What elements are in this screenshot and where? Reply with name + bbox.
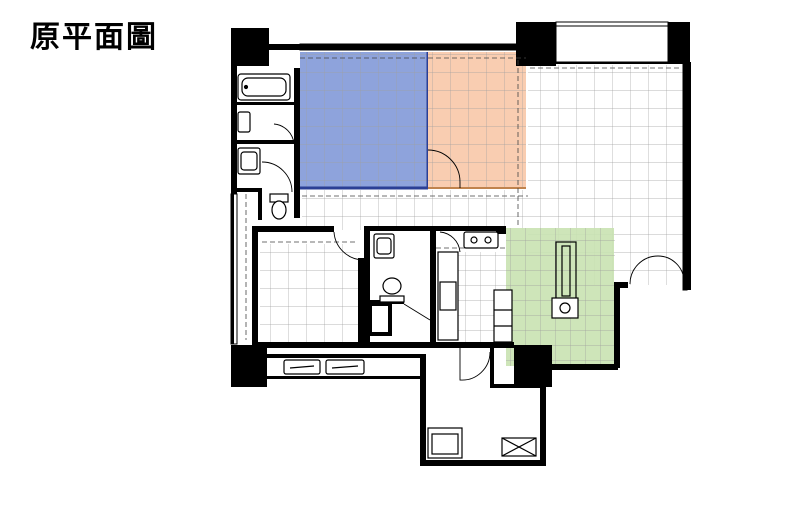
page-title: 原平面圖 — [30, 20, 158, 55]
column — [514, 345, 552, 387]
wall — [490, 384, 546, 388]
water-heater-icon — [501, 437, 537, 457]
window — [230, 193, 238, 345]
wall — [236, 102, 296, 105]
wall — [364, 226, 436, 231]
door-swing-icon — [333, 231, 365, 261]
fixtures — [237, 73, 579, 459]
wall — [231, 64, 237, 194]
wall — [540, 384, 546, 464]
window — [427, 43, 519, 51]
wall — [552, 364, 618, 370]
door-swing-icon — [459, 348, 491, 381]
wall — [614, 284, 620, 368]
wall — [294, 68, 300, 218]
wall — [252, 226, 334, 232]
sink-icon — [237, 111, 251, 133]
column — [516, 22, 556, 66]
door-swing-icon — [273, 123, 295, 145]
wall — [490, 348, 494, 388]
wall — [267, 376, 423, 379]
sink-icon — [237, 147, 261, 175]
door-swings — [261, 123, 685, 381]
wall — [420, 460, 546, 466]
wall — [364, 226, 370, 346]
sink-icon — [373, 233, 395, 259]
window — [682, 61, 688, 291]
wall — [420, 354, 426, 464]
wall — [267, 354, 423, 358]
corridor-floor — [302, 190, 528, 230]
highlighted-rooms — [300, 52, 614, 366]
door-swing-icon — [427, 149, 461, 183]
dining-green-grid — [506, 228, 614, 366]
toilet-icon — [379, 277, 405, 303]
door-swing-icon — [261, 161, 293, 193]
wall — [231, 194, 234, 344]
wall — [436, 226, 506, 231]
door-swing-icon — [439, 231, 461, 253]
wall — [430, 226, 436, 346]
dashed-lines — [245, 57, 680, 340]
wall — [268, 44, 518, 50]
wall — [358, 258, 364, 346]
door-swing-icon — [657, 255, 685, 283]
wall — [236, 188, 262, 192]
column — [668, 22, 690, 62]
door-swing-icon — [403, 303, 431, 321]
stove-icon — [463, 231, 499, 249]
wall — [258, 188, 262, 220]
toilet-icon — [269, 193, 289, 220]
bathtub-icon — [237, 73, 291, 101]
column — [231, 345, 267, 387]
wall — [252, 226, 258, 346]
wall — [252, 342, 514, 348]
dining-table-icon — [551, 241, 579, 319]
wall — [496, 226, 506, 234]
sink-icon — [325, 359, 365, 375]
window — [555, 21, 669, 63]
windows — [230, 21, 688, 345]
column — [231, 28, 269, 66]
wall — [614, 282, 628, 288]
wall — [236, 140, 296, 144]
wall — [368, 302, 392, 336]
sink-icon — [283, 359, 321, 375]
bedroom-orange-grid — [428, 52, 526, 188]
door-swing-icon — [629, 255, 659, 285]
counter — [493, 289, 513, 343]
bedroom-three-floor — [260, 244, 360, 342]
fridge-icon — [439, 281, 457, 311]
wall — [490, 342, 514, 348]
bedroom-blue-grid — [300, 52, 428, 188]
washing-machine-icon — [427, 427, 463, 459]
